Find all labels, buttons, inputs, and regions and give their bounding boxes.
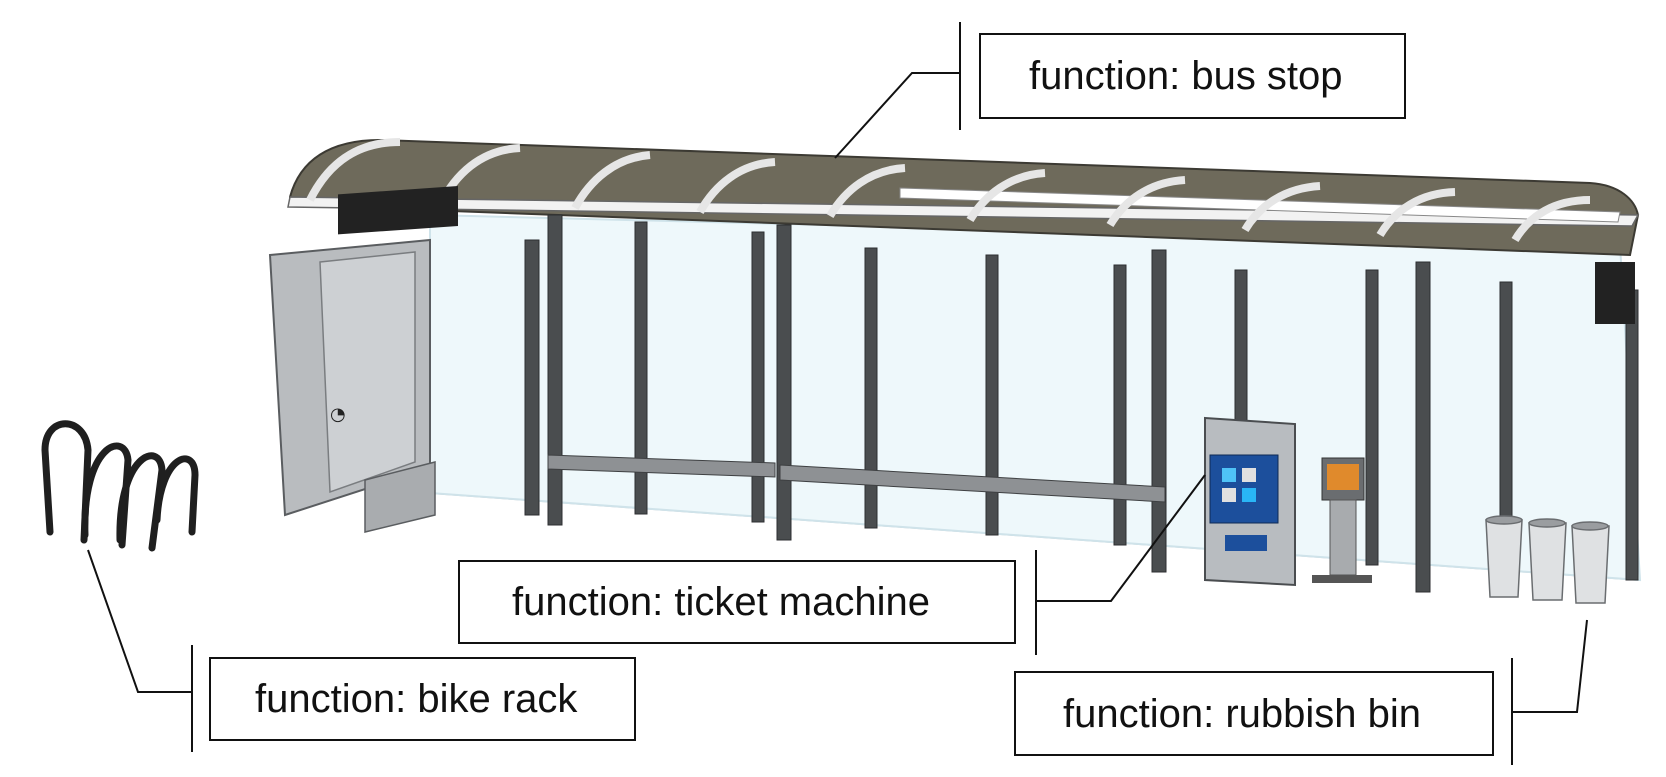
label-rubbish-bin: function: rubbish bin <box>1014 671 1494 756</box>
bike-rack <box>41 420 199 552</box>
label-ticket-machine-text: function: ticket machine <box>512 580 930 624</box>
svg-text:◔: ◔ <box>330 404 346 425</box>
shelter-glass-wall <box>429 213 1642 582</box>
rubbish-bins <box>1485 515 1610 604</box>
info-kiosk <box>1312 457 1372 583</box>
label-rubbish-bin-text: function: rubbish bin <box>1063 691 1422 736</box>
label-bike-rack-text: function: bike rack <box>255 677 578 721</box>
advertising-panel: ◔ <box>268 238 436 533</box>
bench <box>547 454 1166 503</box>
label-bus-stop: function: bus stop <box>979 33 1406 119</box>
shelter-roof <box>287 138 1640 257</box>
label-bus-stop-text: function: bus stop <box>1029 54 1343 98</box>
right-info-display <box>1595 262 1635 324</box>
left-info-display <box>338 185 458 235</box>
ticket-machine <box>1204 416 1296 587</box>
leader-lines <box>87 22 1588 765</box>
label-bike-rack: function: bike rack <box>209 657 636 741</box>
label-ticket-machine: function: ticket machine <box>458 560 1016 644</box>
